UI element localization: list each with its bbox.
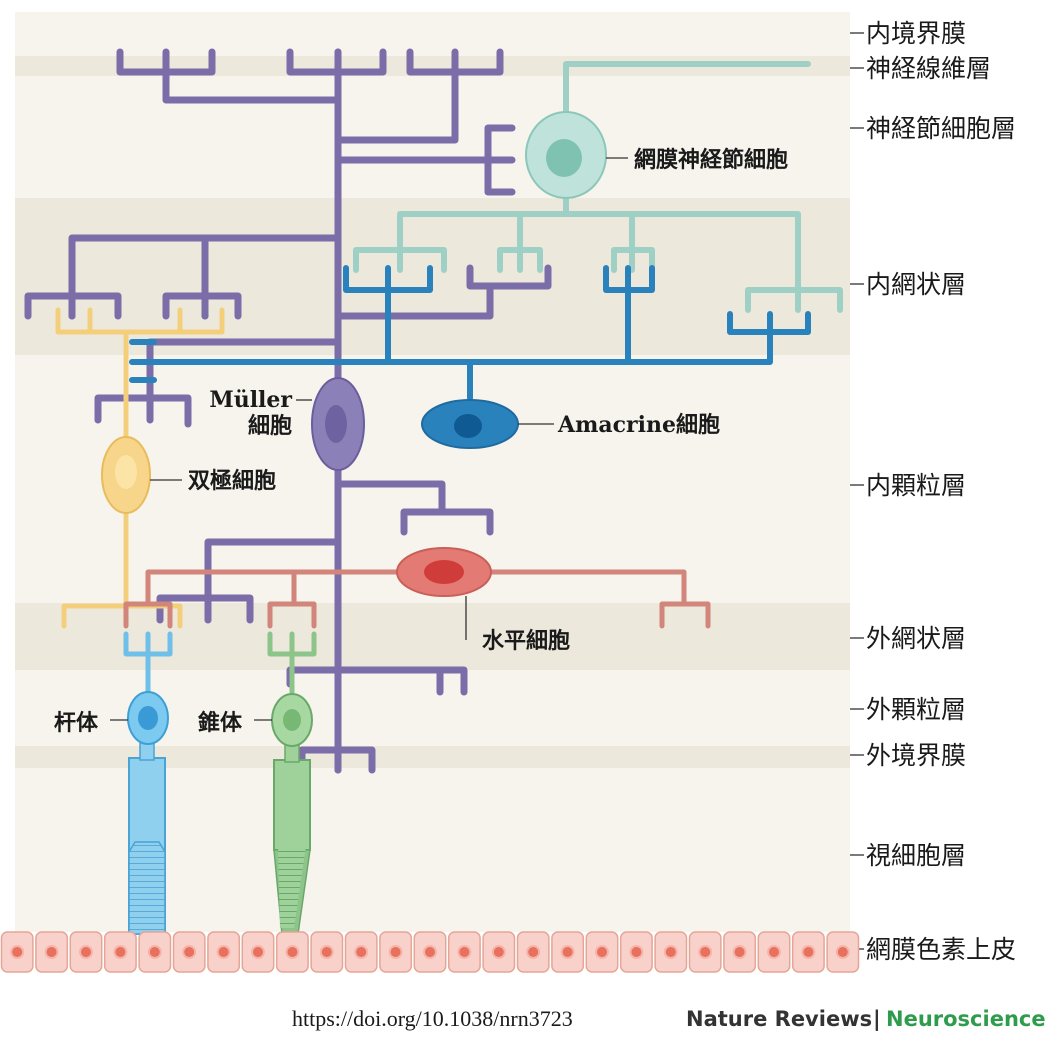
layer-label-olm: 外境界膜 (866, 741, 966, 770)
layer-label-prl: 視細胞層 (866, 841, 966, 870)
muller-label-line2: 細胞 (248, 413, 292, 439)
cell-label-pointers (110, 157, 628, 721)
rpe-nucleus (113, 945, 128, 959)
ganglion-cell (353, 61, 843, 313)
layer-label-inl: 内顆粒層 (866, 471, 966, 500)
ganglion-label: 網膜神経節細胞 (634, 147, 788, 173)
rpe-nucleus (835, 945, 850, 959)
muller-cell (24, 48, 552, 774)
muller-label-line1: Müller (209, 387, 292, 413)
rpe-nucleus (10, 945, 25, 959)
layer-labels: 内境界膜 神経線維層 神経節細胞層 内網状層 内顆粒層 外網状層 外顆粒層 外境… (866, 19, 1016, 964)
layer-label-onl: 外顆粒層 (866, 695, 966, 724)
bipolar-cell (55, 307, 225, 629)
rod-label: 杆体 (54, 710, 99, 736)
rpe-nucleus (285, 945, 300, 959)
footer: https://doi.org/10.1038/nrn3723 Nature R… (292, 1006, 1046, 1032)
rpe-nucleus (595, 945, 609, 959)
layer-label-gcl: 神経節細胞層 (866, 114, 1016, 143)
horizontal-label: 水平細胞 (482, 628, 570, 654)
rpe-nucleus (319, 945, 334, 959)
rpe-nucleus (388, 945, 403, 959)
horizontal-cell (123, 547, 711, 629)
layer-label-opl: 外網状層 (866, 624, 966, 653)
cone-label: 錐体 (198, 710, 243, 736)
rod-cell (123, 631, 173, 935)
rpe-nucleus (182, 945, 197, 959)
rpe-nucleus (526, 945, 541, 959)
bipolar-label: 双極細胞 (188, 468, 276, 494)
rpe-nucleus (767, 945, 781, 959)
rpe-nucleus (663, 945, 678, 959)
rpe-nucleus (354, 945, 369, 959)
rpe-nucleus (457, 945, 472, 959)
journal-name: Nature Reviews (686, 1007, 872, 1031)
layer-label-rpe: 網膜色素上皮 (866, 935, 1016, 964)
amacrine-cell (129, 265, 811, 449)
layer-label-ilm: 内境界膜 (866, 19, 966, 48)
rpe-nucleus (147, 945, 162, 959)
rpe-nucleus (491, 945, 506, 959)
layer-label-nfl: 神経線維層 (866, 54, 991, 83)
rpe-nucleus (698, 945, 713, 959)
rpe-nucleus (251, 945, 265, 959)
rpe-nucleus (44, 945, 59, 959)
rpe-nucleus (423, 945, 437, 959)
journal-separator: | (873, 1007, 881, 1032)
layer-label-ipl: 内網状層 (866, 270, 966, 299)
amacrine-label: Amacrine細胞 (557, 412, 720, 438)
rpe-nucleus (629, 945, 644, 959)
journal-section: Neuroscience (886, 1007, 1046, 1031)
layer-ticks (850, 32, 864, 950)
rpe-nucleus (732, 945, 747, 959)
doi-text: https://doi.org/10.1038/nrn3723 (292, 1006, 573, 1031)
rpe-nucleus (79, 945, 93, 959)
rpe-nucleus (801, 945, 816, 959)
rpe-nucleus (216, 945, 231, 959)
rpe-nucleus (560, 945, 575, 959)
cell-labels: 網膜神経節細胞 Müller 細胞 Amacrine細胞 双極細胞 水平細胞 杆… (54, 147, 788, 736)
rpe-cells (0, 931, 860, 973)
cone-cell (267, 631, 317, 935)
